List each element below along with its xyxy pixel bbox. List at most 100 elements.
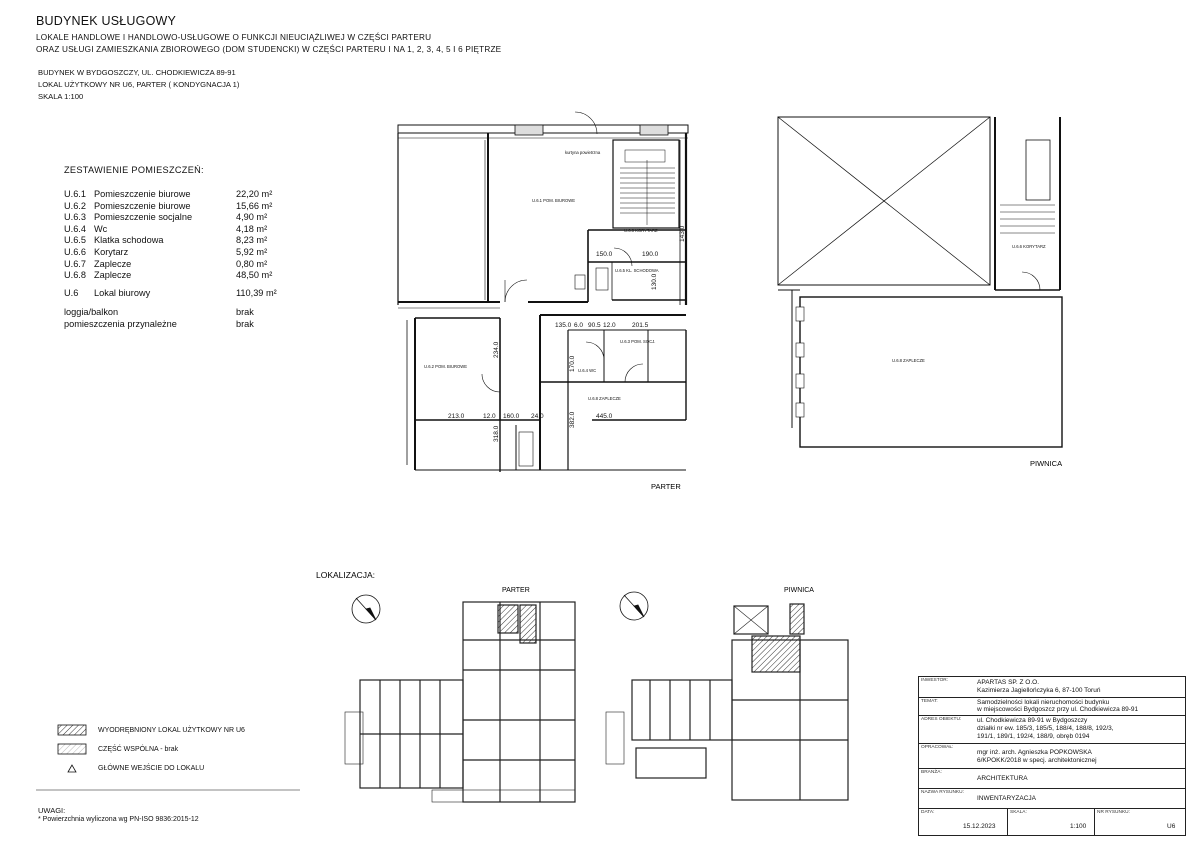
parter-dims: 150.0 190.0 135.0 6.0 90.5 12.0 201.5 21…: [448, 225, 686, 442]
tb-address-row: ADRES OBIEKTU: ul. Chodkiewicza 89-91 w …: [919, 716, 1185, 744]
dim-label: 90.5: [588, 322, 601, 329]
room-name: Pomieszczenie socjalne: [94, 212, 193, 223]
tb-branch-row: BRANŻA: ARCHITEKTURA: [919, 769, 1185, 789]
tb-address-3: 191/1, 189/1, 192/4, 188/9, obręb 0194: [977, 733, 1090, 740]
tb-label: SKALA:: [1010, 810, 1027, 815]
room-name: Zaplecze: [94, 258, 132, 269]
room-tag: U.6.8 ZAPLECZE: [588, 396, 621, 401]
extra-name: loggia/balkon: [64, 307, 119, 318]
room-name: Pomieszczenie biurowe: [94, 200, 191, 211]
room-tag: U.6.1 POM. BIUROWE: [532, 198, 575, 203]
tb-number: U6: [1167, 823, 1176, 830]
header-line-1: LOKALE HANDLOWE I HANDLOWO-USŁUGOWE O FU…: [36, 33, 432, 42]
notes-title: UWAGI:: [38, 806, 66, 815]
room-id: U.6.5: [64, 235, 86, 246]
north-arrow-icon: [351, 594, 381, 624]
room-name: Klatka schodowa: [94, 235, 164, 246]
dim-label: 318.0: [493, 425, 500, 442]
room-area: 5,92 m²: [236, 246, 268, 257]
room-area: 8,23 m²: [236, 235, 268, 246]
dim-label: 170.0: [569, 355, 576, 372]
room-area: 15,66 m²: [236, 200, 273, 211]
tb-investor-2: Kazimierza Jagiellończyka 6, 87-100 Toru…: [977, 687, 1101, 694]
room-row: U.6.3 Pomieszczenie socjalne 4,90 m²: [64, 212, 316, 224]
key-plan-parter: [344, 601, 576, 803]
room-area: 4,90 m²: [236, 212, 268, 223]
localization-parter: PARTER: [502, 587, 530, 594]
room-id: U.6.8: [64, 270, 86, 281]
page-title: BUDYNEK USŁUGOWY: [36, 14, 177, 28]
legend-label: WYODRĘBNIONY LOKAL UŻYTKOWY NR U6: [98, 727, 245, 734]
room-name: Zaplecze: [94, 270, 132, 281]
tb-label: DATA:: [921, 810, 935, 815]
tb-label: OPRACOWAŁ:: [921, 745, 954, 750]
dim-label: 382.0: [569, 411, 576, 428]
room-id: U.6.6: [64, 246, 86, 257]
tb-label: INWESTOR:: [921, 678, 949, 683]
dim-label: 24.0: [531, 413, 544, 420]
room-tag: U.6.6 KORYTARZ: [624, 228, 658, 233]
room-tag: U.6.4 WC: [578, 368, 596, 373]
tb-bottom-row: DATA: 15.12.2023 SKALA: 1:100 NR RYSUNKU…: [919, 809, 1185, 835]
tb-topic-row: TEMAT: Samodzielności lokali nieruchomoś…: [919, 698, 1185, 716]
extra-row: loggia/balkon brak: [64, 307, 316, 319]
dim-label: 445.0: [596, 413, 613, 420]
parter-tags: U.6.1 POM. BIUROWE U.6.2 POM. BIUROWE U.…: [424, 150, 659, 401]
dim-label: 6.0: [574, 322, 583, 329]
dim-label: 143.0: [679, 225, 686, 242]
piwnica-tags: U.6.6 KORYTARZ U.6.8 ZAPLECZE: [892, 244, 1046, 363]
room-row: U.6.7 Zaplecze 0,80 m²: [64, 259, 316, 271]
room-name: Pomieszczenie biurowe: [94, 189, 191, 199]
room-tag: U.6.6 KORYTARZ: [1012, 244, 1046, 249]
tb-drawing: INWENTARYZACJA: [977, 795, 1036, 802]
legend-label: CZĘŚĆ WSPÓLNA - brak: [98, 746, 179, 753]
room-row: U.6.2 Pomieszczenie biurowe 15,66 m²: [64, 201, 316, 213]
dim-label: 190.0: [642, 251, 659, 258]
tb-investor-row: INWESTOR: APARTAS SP. Z O.O. Kazimierza …: [919, 677, 1185, 698]
room-name: Wc: [94, 223, 108, 234]
room-row: U.6.5 Klatka schodowa 8,23 m²: [64, 235, 316, 247]
tb-branch: ARCHITEKTURA: [977, 775, 1028, 782]
dim-label: 234.0: [493, 341, 500, 358]
tb-label: NR RYSUNKU:: [1097, 810, 1130, 815]
tb-address-1: ul. Chodkiewicza 89-91 w Bydgoszczy: [977, 717, 1088, 724]
dim-label: 12.0: [603, 322, 616, 329]
parter-plan: [397, 111, 689, 472]
dim-label: 12.0: [483, 413, 496, 420]
room-area: 48,50 m²: [236, 270, 273, 281]
localization-title: LOKALIZACJA:: [316, 570, 375, 580]
unit-line: LOKAL UŻYTKOWY NR U6, PARTER ( KONDYGNAC…: [38, 80, 240, 89]
room-tag: U.6.8 ZAPLECZE: [892, 358, 925, 363]
room-area: 22,20 m²: [236, 189, 273, 199]
tb-label: BRANŻA:: [921, 770, 942, 775]
room-id: U.6.3: [64, 212, 86, 223]
room-area: 4,18 m²: [236, 223, 268, 234]
room-row: U.6.8 Zaplecze 48,50 m²: [64, 270, 316, 282]
header-line-2: ORAZ USŁUGI ZAMIESZKANIA ZBIOROWEGO (DOM…: [36, 45, 502, 54]
address-line: BUDYNEK W BYDGOSZCZY, UL. CHODKIEWICZA 8…: [38, 68, 236, 77]
legend-hatch-common: [57, 743, 87, 755]
total-area: 110,39 m²: [236, 287, 277, 298]
room-schedule-title: ZESTAWIENIE POMIESZCZEŃ:: [64, 165, 204, 175]
title-block: INWESTOR: APARTAS SP. Z O.O. Kazimierza …: [918, 676, 1186, 836]
legend-hatch-unit: [57, 724, 87, 736]
room-area: 0,80 m²: [236, 258, 268, 269]
notes-text: * Powierzchnia wyliczona wg PN-ISO 9836:…: [38, 816, 199, 823]
room-tag: U.6.3 POM. SOCJ.: [620, 339, 655, 344]
dim-label: 135.0: [555, 322, 572, 329]
parter-label: PARTER: [651, 482, 681, 491]
dim-label: 213.0: [448, 413, 465, 420]
room-id: U.6.7: [64, 258, 86, 269]
plan-note: kurtyna powietrzna: [565, 150, 601, 155]
extra-value: brak: [236, 307, 254, 318]
extra-value: brak: [236, 318, 254, 329]
tb-label: TEMAT:: [921, 699, 938, 704]
total-id: U.6: [64, 287, 79, 298]
room-id: U.6.2: [64, 200, 86, 211]
total-name: Lokal biurowy: [94, 287, 151, 298]
dim-label: 130.0: [651, 273, 658, 290]
total-row: U.6 Lokal biurowy 110,39 m²: [64, 288, 316, 300]
tb-investor-1: APARTAS SP. Z O.O.: [977, 679, 1040, 686]
